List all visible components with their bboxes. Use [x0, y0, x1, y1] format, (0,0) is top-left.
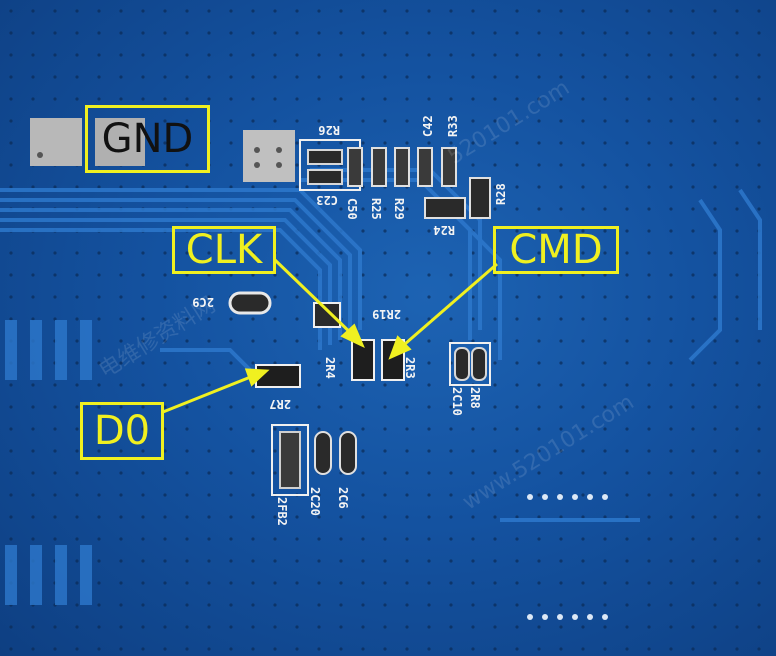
silk-2r19: 2R19 — [372, 307, 401, 321]
left-pad-grid — [5, 320, 92, 605]
silk-r26: R26 — [318, 123, 340, 137]
silk-2c6: 2C6 — [336, 487, 350, 509]
annotation-arrows — [162, 258, 498, 414]
silk-2c20: 2C20 — [308, 487, 322, 516]
silk-c42: C42 — [421, 115, 435, 137]
component-cluster-top — [299, 139, 491, 219]
silk-2r3: 2R3 — [403, 357, 417, 379]
arrow-d0 — [162, 372, 259, 414]
silk-2fb2: 2FB2 — [275, 497, 289, 526]
silk-c50: C50 — [345, 198, 359, 220]
silk-2r4: 2R4 — [323, 357, 337, 379]
silk-r24: R24 — [433, 223, 455, 237]
silk-r28: R28 — [494, 183, 508, 205]
arrow-cmd — [397, 262, 498, 352]
annotation-gnd: GND — [85, 105, 210, 173]
silk-2r7: 2R7 — [269, 397, 291, 411]
gnd-pad-right — [95, 118, 145, 166]
silk-r25: R25 — [369, 198, 383, 220]
silk-2c9: 2C9 — [192, 295, 214, 309]
gnd-pad-left — [30, 118, 82, 166]
pad-row-bottom — [527, 494, 608, 620]
annotation-clk: CLK — [172, 226, 276, 274]
silk-2c10: 2C10 — [450, 387, 464, 416]
test-pad — [243, 130, 295, 182]
annotation-cmd: CMD — [493, 226, 619, 274]
silk-r33: R33 — [446, 115, 460, 137]
silk-r29: R29 — [392, 198, 406, 220]
silk-c23: C23 — [316, 193, 338, 207]
annotation-d0: D0 — [80, 402, 164, 460]
component-cluster-lower — [271, 424, 357, 496]
silk-2r8: 2R8 — [468, 387, 482, 409]
arrow-clk — [273, 258, 358, 340]
